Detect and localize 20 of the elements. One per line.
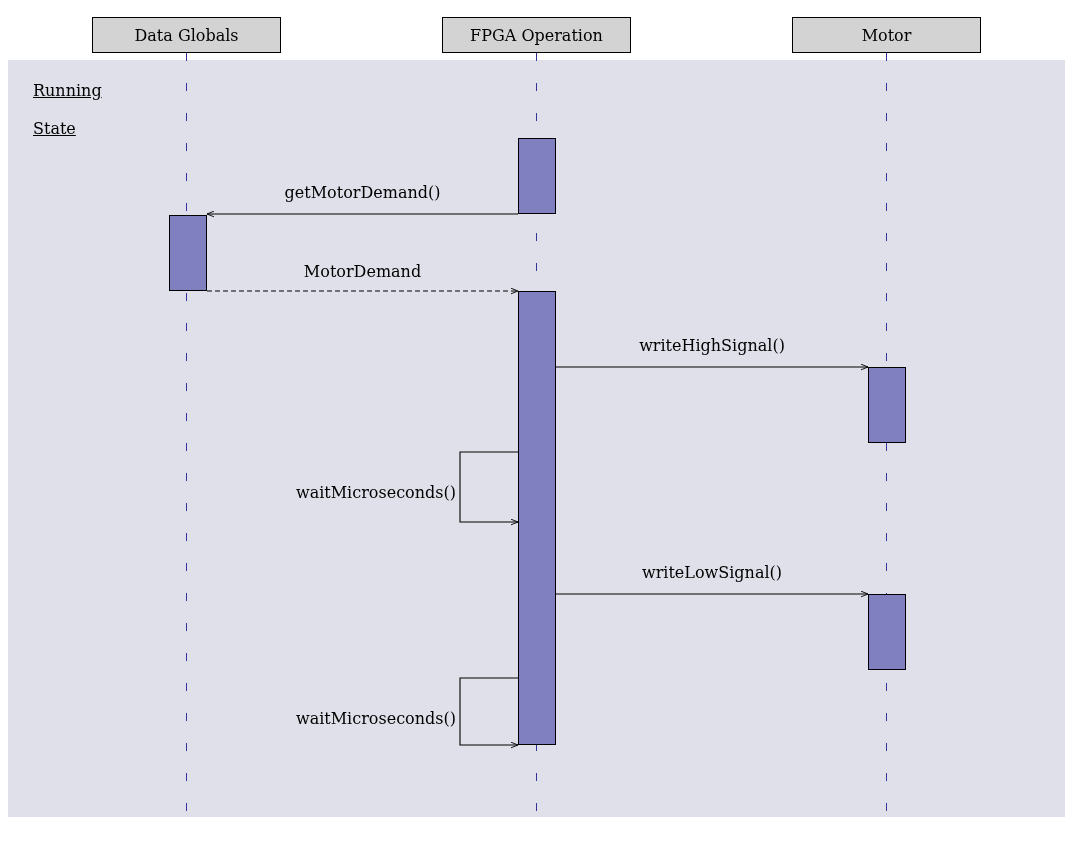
message-arrow bbox=[459, 677, 519, 749]
activation-bar bbox=[518, 138, 556, 214]
message-label: waitMicroseconds() bbox=[293, 709, 458, 728]
state-frame bbox=[8, 60, 1065, 817]
message-label: waitMicroseconds() bbox=[293, 483, 458, 502]
activation-bar bbox=[868, 594, 906, 670]
lifeline-header: Motor bbox=[792, 17, 981, 53]
message-arrow bbox=[555, 590, 869, 598]
activation-bar bbox=[868, 367, 906, 443]
message-label: writeHighSignal() bbox=[637, 336, 787, 355]
lifeline-header: Data Globals bbox=[92, 17, 281, 53]
message-arrow bbox=[459, 451, 519, 526]
message-arrow bbox=[555, 363, 869, 371]
message-label: getMotorDemand() bbox=[282, 183, 443, 202]
activation-bar bbox=[169, 215, 207, 291]
lifeline-header: FPGA Operation bbox=[442, 17, 631, 53]
message-arrow bbox=[206, 287, 519, 295]
activation-bar bbox=[518, 291, 556, 745]
message-arrow bbox=[206, 210, 519, 218]
frame-title: Running State bbox=[33, 80, 103, 140]
